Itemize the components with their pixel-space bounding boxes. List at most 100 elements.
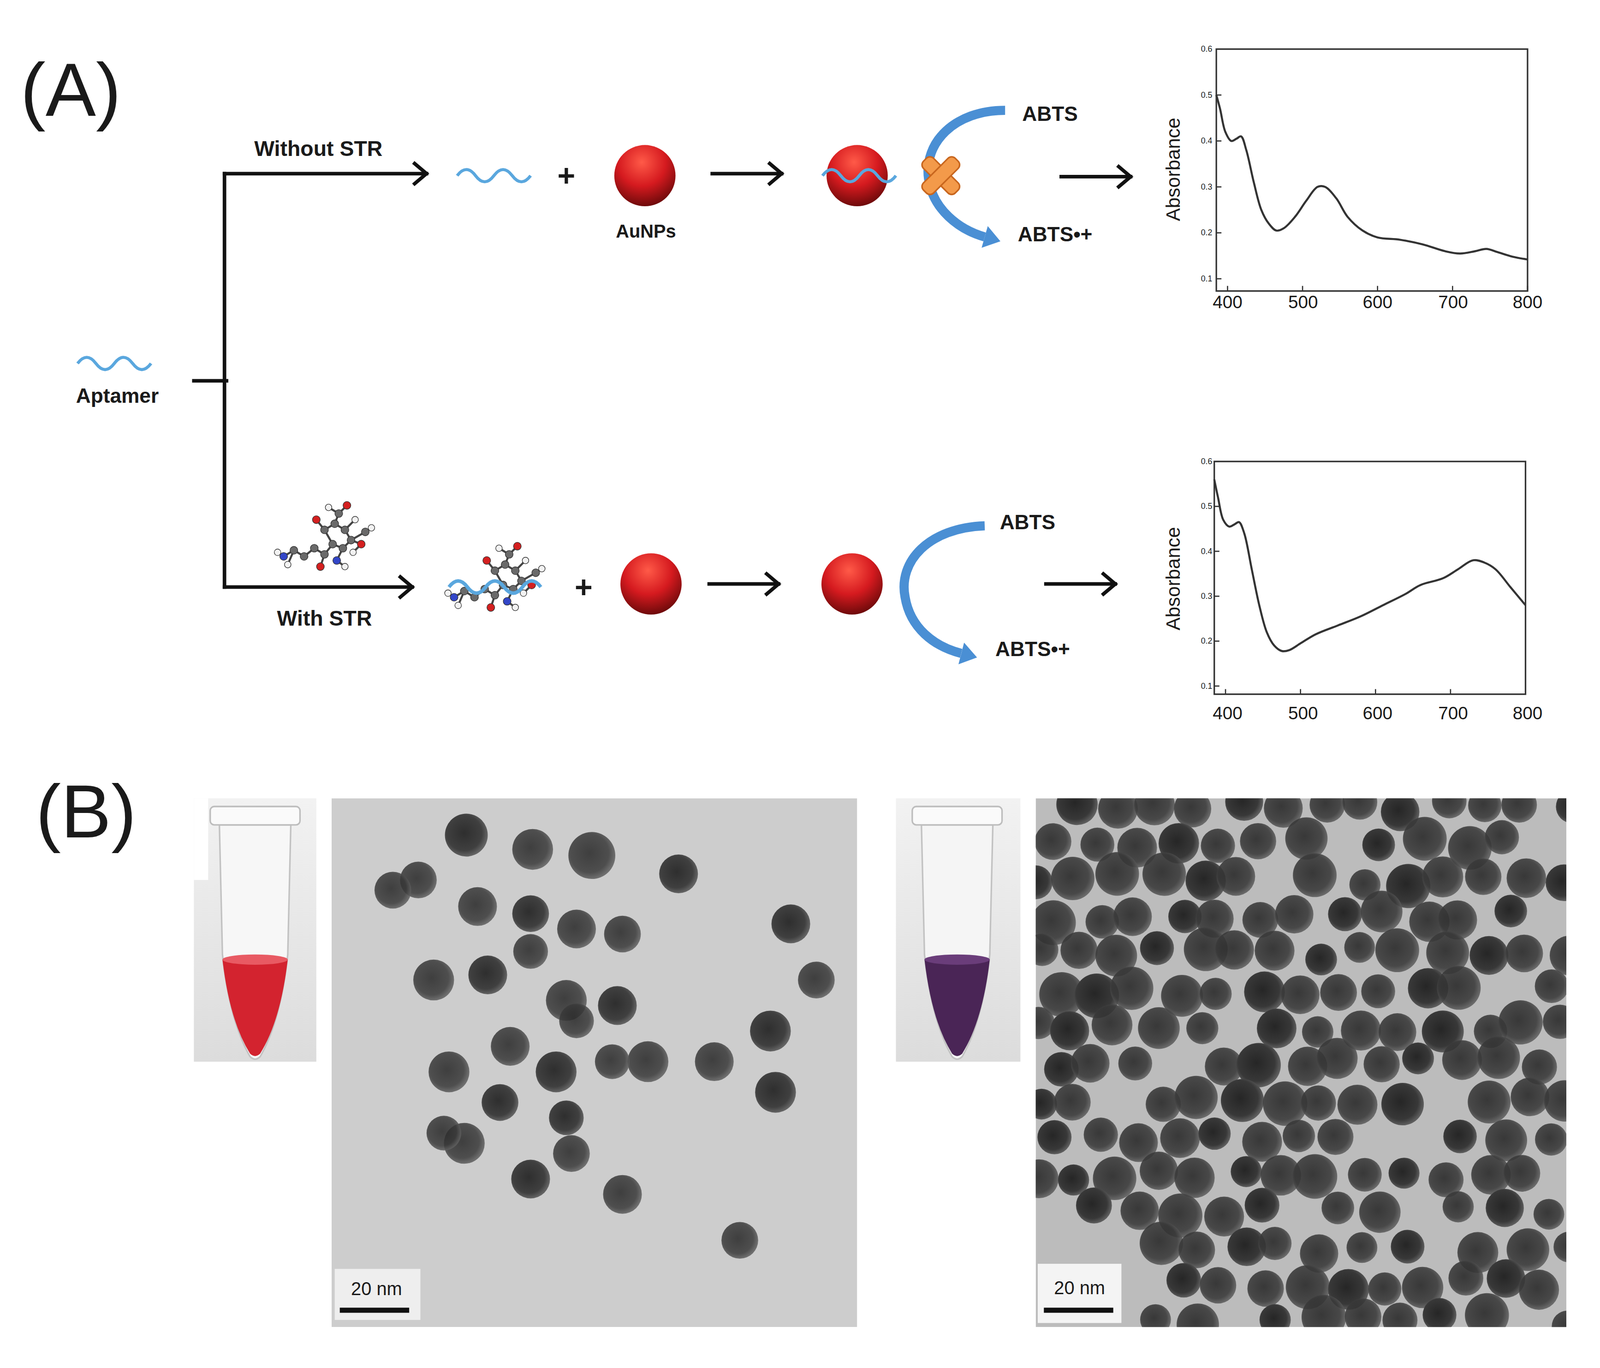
nanoparticle: [1140, 930, 1174, 965]
nanoparticle: [1282, 1119, 1315, 1152]
nanoparticle: [1174, 1075, 1218, 1119]
nanoparticle: [1280, 975, 1320, 1014]
nanoparticle: [1035, 1159, 1059, 1198]
nanoparticle: [1363, 1046, 1400, 1083]
nanoparticle: [1316, 1037, 1358, 1079]
nanoparticle: [1035, 864, 1053, 899]
tick-label: 0.2: [1201, 636, 1213, 646]
nanoparticle: [1134, 797, 1175, 826]
nanoparticle: [1275, 894, 1314, 934]
tick-label: 400: [1212, 702, 1243, 724]
arrowhead: [398, 575, 413, 599]
nanoparticle: [1220, 1078, 1264, 1122]
spectrum-curve: [1214, 479, 1526, 651]
nanoparticle: [468, 955, 507, 994]
nanoparticle: [1091, 1004, 1133, 1046]
tick-label: 0.1: [1201, 681, 1213, 691]
particle-label: AuNPs: [615, 220, 677, 243]
nanoparticle: [1060, 931, 1098, 969]
nanoparticle: [1199, 977, 1232, 1010]
nanoparticle: [1230, 1155, 1262, 1187]
nanoparticle: [1553, 1231, 1567, 1262]
nanoparticle: [1199, 1266, 1237, 1303]
tick-label: 0.3: [1201, 182, 1213, 192]
nanoparticle: [1533, 1198, 1565, 1230]
nanoparticle: [771, 904, 811, 943]
nanoparticle: [1337, 1084, 1378, 1125]
scheme-line: [193, 379, 227, 383]
scheme-line: [709, 582, 779, 586]
molecule-label: Aptamer: [76, 384, 159, 408]
nanoparticle: [1198, 1117, 1231, 1150]
nanoparticle: [1542, 1004, 1567, 1039]
nanoparticle: [1464, 1292, 1509, 1327]
nanoparticle: [1239, 822, 1276, 859]
nanoparticle: [512, 894, 550, 932]
nanoparticle: [1422, 1297, 1457, 1327]
nanoparticle: [1173, 797, 1212, 827]
tem-image: [331, 797, 857, 1327]
nanoparticle: [749, 1010, 791, 1051]
tube-photo: [895, 797, 1021, 1062]
nanoparticle: [1551, 1310, 1567, 1327]
nanoparticle: [1375, 927, 1420, 972]
nanoparticle: [797, 961, 835, 999]
nanoparticle: [1518, 1269, 1559, 1310]
nanoparticle: [695, 1041, 734, 1081]
nanoparticle: [1443, 1119, 1477, 1154]
reagent-label: ABTS•+: [995, 637, 1071, 661]
catalysis-arrowhead: [958, 642, 977, 665]
tick-label: 0.4: [1201, 136, 1213, 146]
axis-tick: [1376, 285, 1379, 292]
nanoparticle: [413, 959, 454, 1000]
nanoparticle: [1243, 971, 1285, 1012]
axis-tick: [1216, 186, 1222, 188]
tick-label: 0.2: [1201, 227, 1213, 238]
scale-bar-label: 20 nm: [349, 1278, 405, 1300]
nanoparticle: [1139, 1221, 1184, 1265]
scheme-arrows: [193, 162, 1131, 599]
nanoparticle: [1469, 935, 1509, 975]
plus-sign: +: [557, 157, 576, 193]
nanoparticle: [1076, 1187, 1113, 1224]
axis-tick: [1214, 460, 1220, 463]
tick-label: 0.6: [1201, 44, 1213, 54]
nanoparticle: [1178, 1231, 1215, 1268]
nanoparticle: [1327, 897, 1363, 932]
nanoparticle: [1225, 797, 1263, 821]
nanoparticle: [1201, 828, 1236, 863]
nanoparticle: [1139, 1151, 1178, 1190]
nanoparticle: [594, 1043, 630, 1079]
tick-label: 400: [1212, 291, 1243, 313]
nanoparticle: [1259, 1303, 1291, 1327]
nanoparticle: [1534, 1123, 1567, 1156]
nanoparticle: [1176, 1302, 1220, 1327]
nanoparticle: [1549, 935, 1567, 976]
nanoparticle: [1035, 1088, 1058, 1120]
tick-label: 0.1: [1201, 273, 1213, 284]
nanoparticle: [721, 1221, 759, 1259]
axis-tick: [1299, 689, 1302, 695]
axis-title: Absorbance: [1162, 117, 1185, 221]
nanoparticle: [1174, 1157, 1215, 1198]
nanoparticle: [1505, 934, 1544, 973]
reagent-label: ABTS: [1022, 102, 1078, 126]
scheme-line: [1061, 174, 1131, 179]
tube-photo: [193, 797, 316, 1062]
gold-nanoparticle: [620, 553, 682, 615]
nanoparticle: [1344, 931, 1375, 963]
nanoparticle: [1485, 1188, 1524, 1227]
reagent-label: ABTS: [999, 510, 1056, 535]
axis-tick: [1226, 285, 1229, 292]
catalysis-arrow: [904, 525, 985, 654]
axis-title: Absorbance: [1162, 526, 1185, 631]
blocked-mark: [919, 154, 962, 197]
axis-tick: [1214, 595, 1220, 597]
nanoparticle: [1321, 1191, 1355, 1225]
nanoparticle: [535, 1051, 577, 1092]
nanoparticle: [1388, 1157, 1420, 1189]
nanoparticle: [1262, 1081, 1308, 1126]
str-molecule: [274, 501, 375, 571]
absorbance-charts: [1214, 48, 1528, 694]
